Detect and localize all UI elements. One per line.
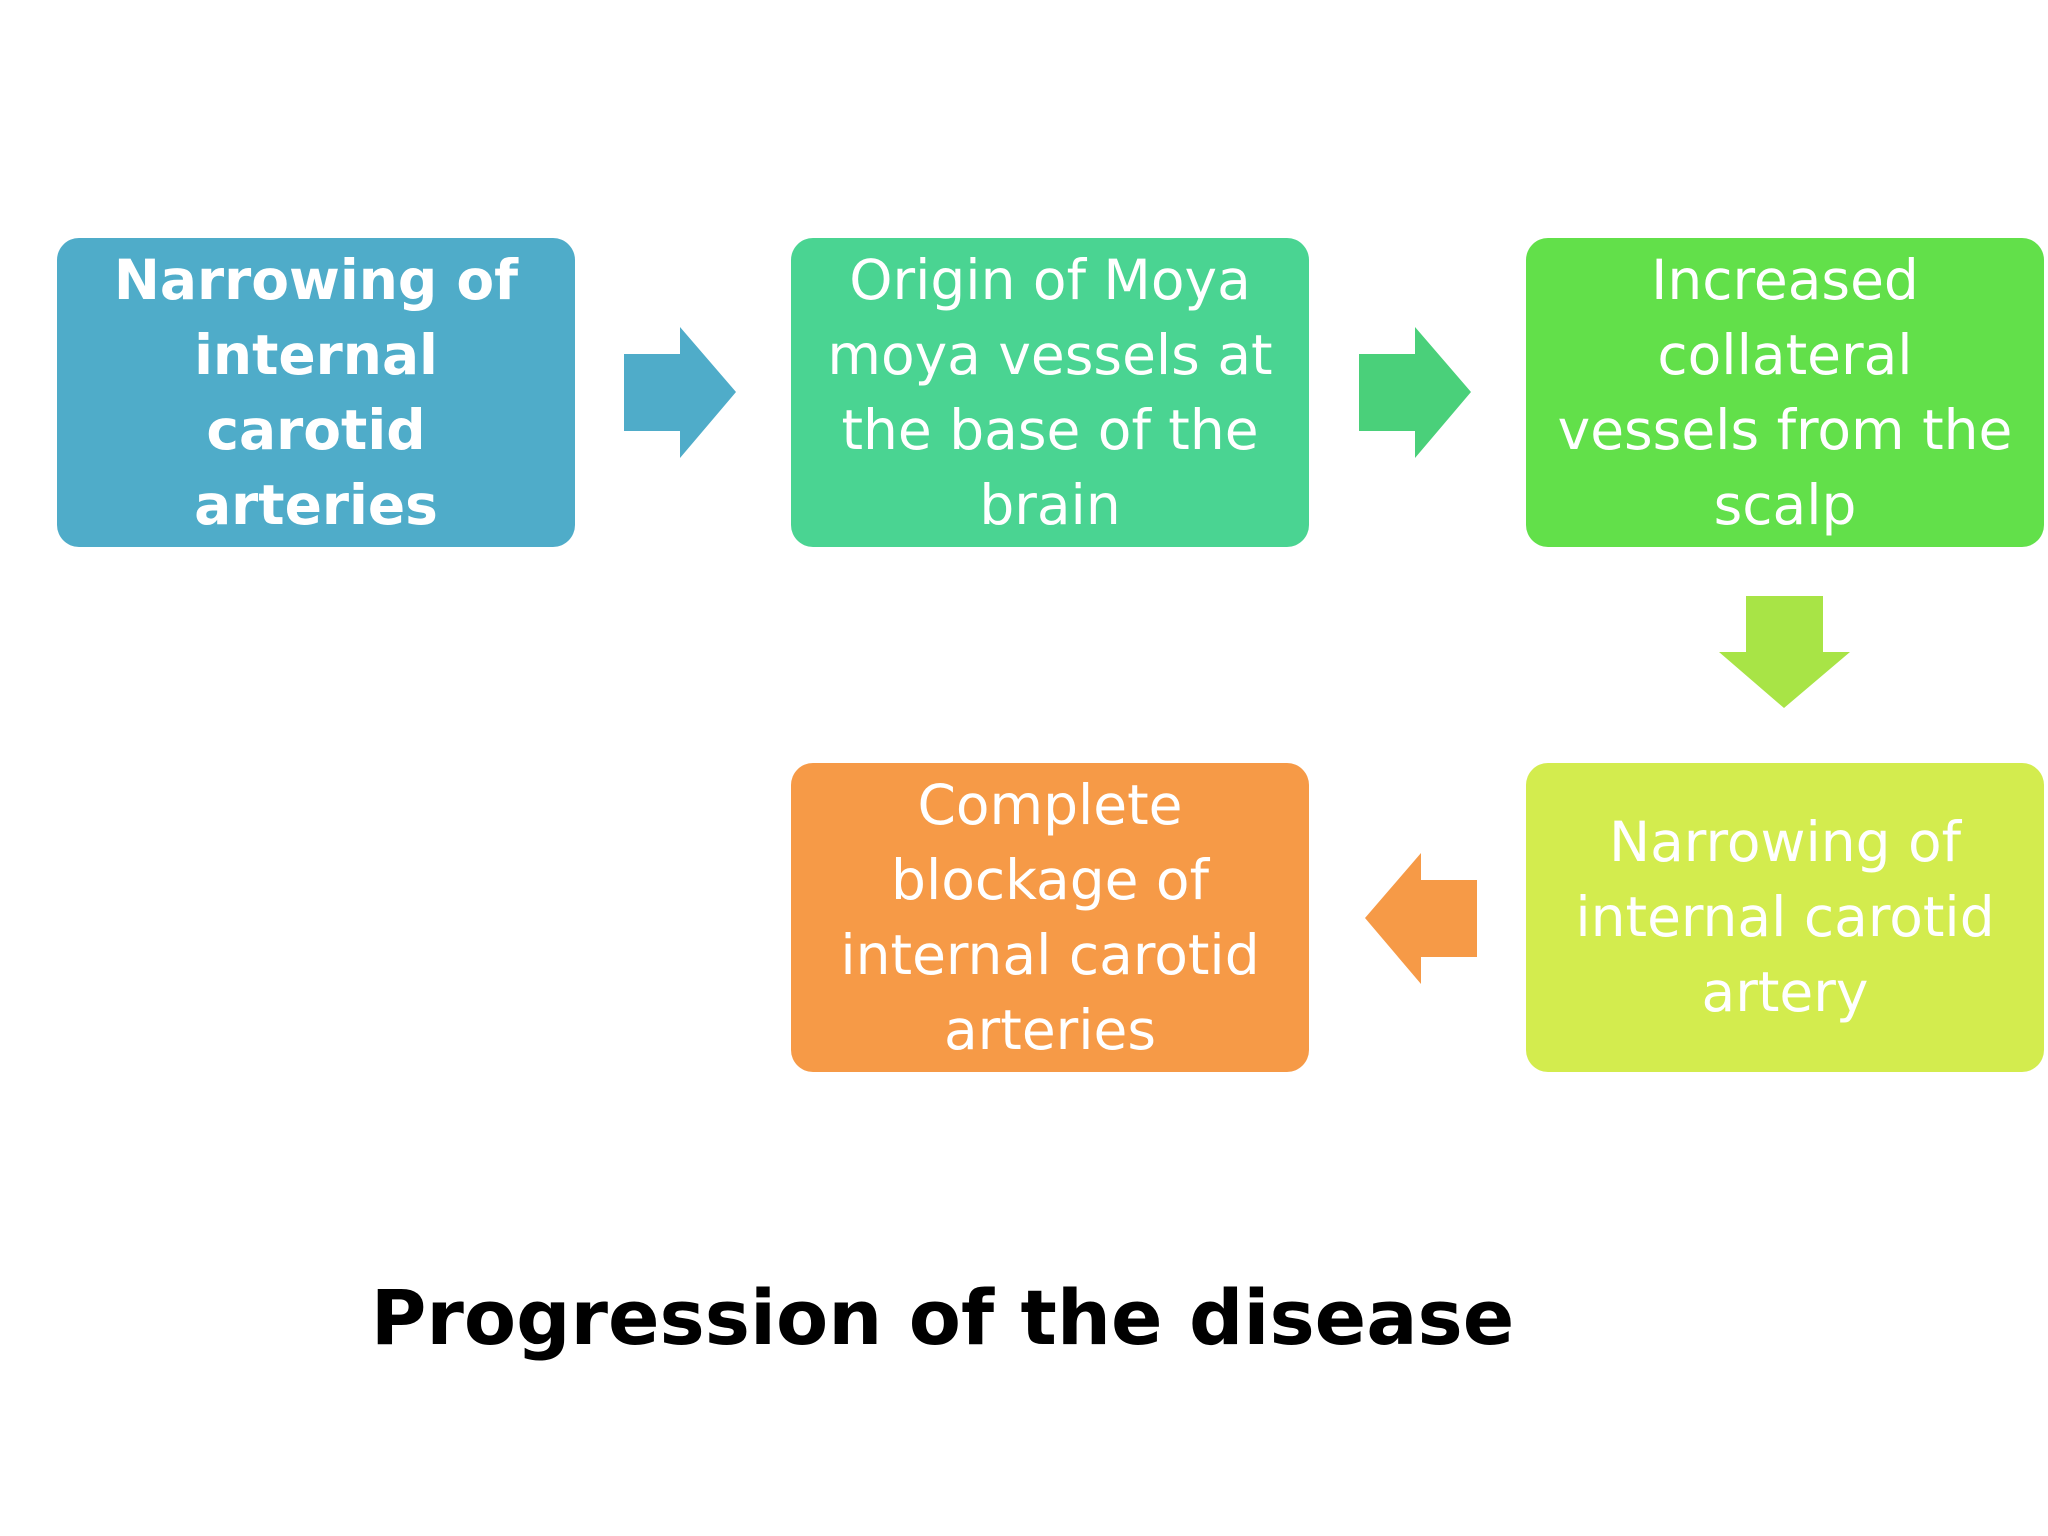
arrow-left-icon — [1365, 853, 1477, 984]
step-2-text: Origin of Moya moya vessels at the base … — [827, 247, 1273, 537]
step-5-box: Complete blockage of internal carotid ar… — [791, 763, 1309, 1072]
step-4-text: Narrowing of internal carotid artery — [1575, 810, 1995, 1024]
arrow-down-icon — [1719, 596, 1850, 708]
step-4-box: Narrowing of internal carotid artery — [1526, 763, 2044, 1072]
step-2-box: Origin of Moya moya vessels at the base … — [791, 238, 1309, 547]
step-1-box: Narrowing of internal carotid arteries — [57, 238, 575, 547]
step-3-box: Increased collateral vessels from the sc… — [1526, 238, 2044, 547]
arrow-right-icon — [1359, 327, 1471, 458]
step-5-text: Complete blockage of internal carotid ar… — [840, 772, 1260, 1062]
diagram-caption: Progression of the disease — [370, 1273, 1515, 1362]
step-3-text: Increased collateral vessels from the sc… — [1557, 247, 2013, 537]
arrow-right-icon — [624, 327, 736, 458]
step-1-text: Narrowing of internal carotid arteries — [113, 247, 519, 537]
